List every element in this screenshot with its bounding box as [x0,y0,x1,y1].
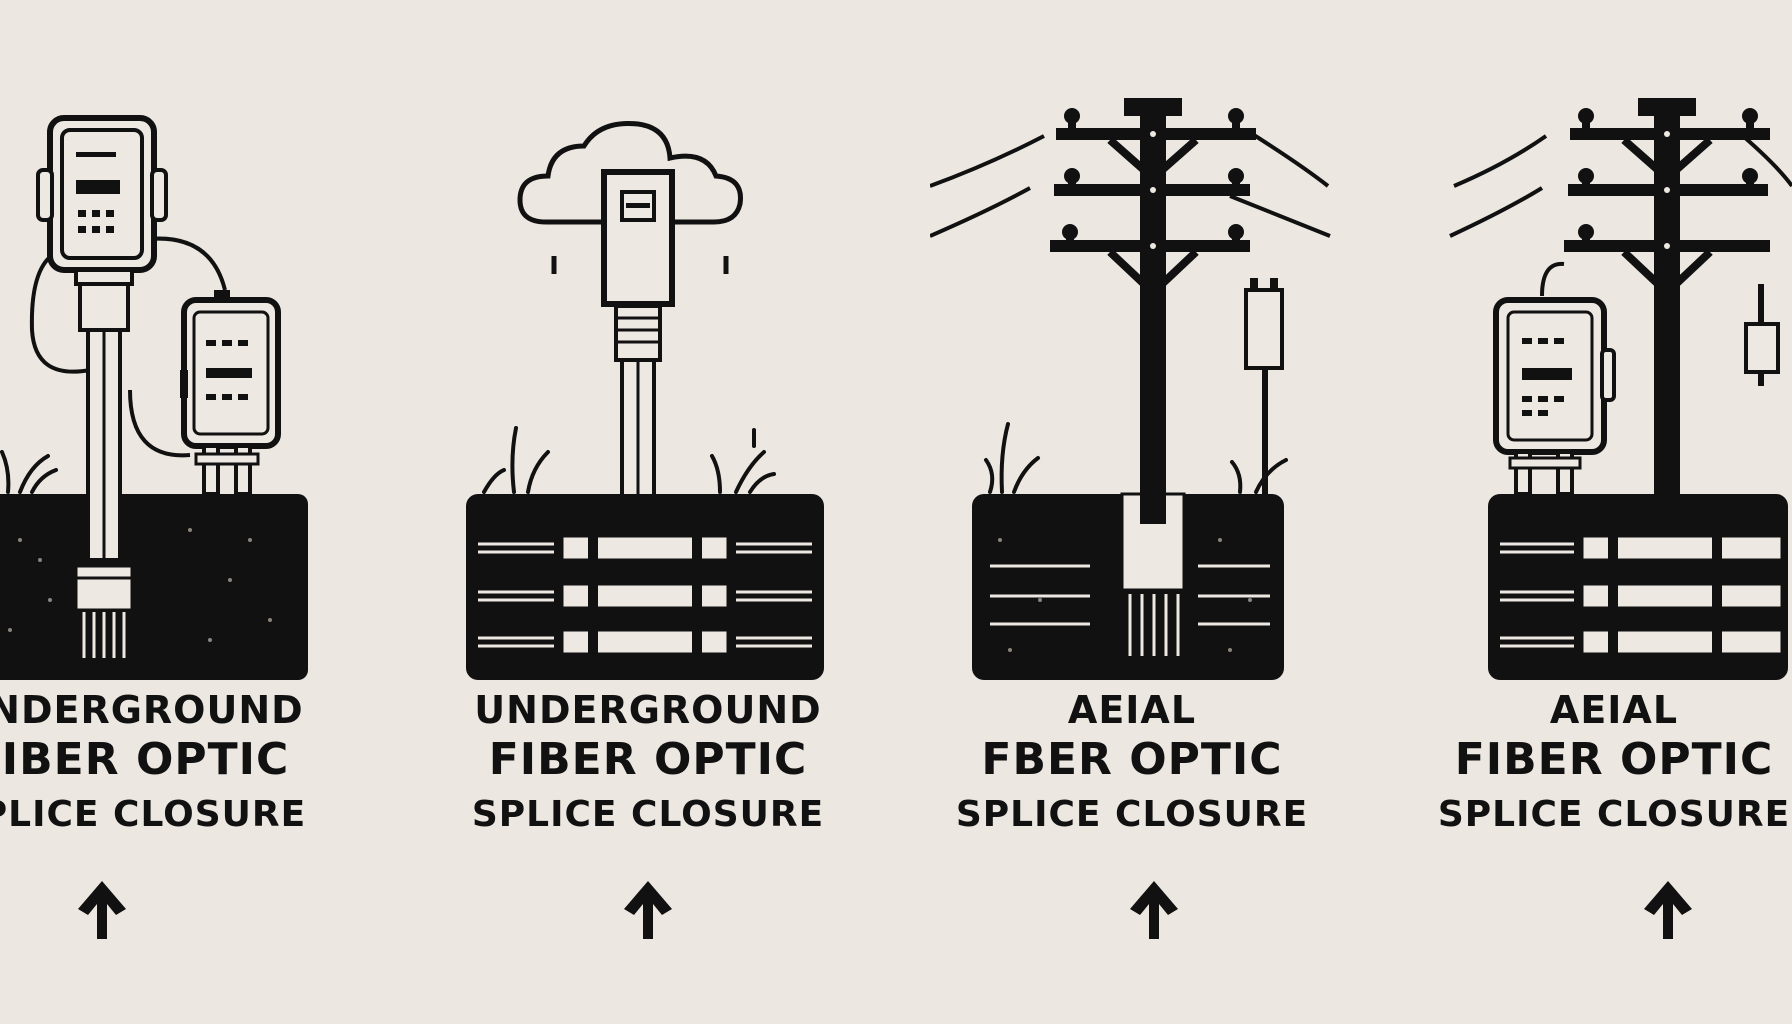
panel-underground-2: UNDERGROUND FIBER OPTIC SPLICE CLOSURE [424,0,872,1024]
ground-block [0,494,308,680]
panel-title-line3: SPLICE CLOSURE [1437,794,1791,835]
utility-pole [1654,98,1680,496]
panel-underground-1: UNDERGROUND FIBER OPTIC SPLICE CLOSURE [0,0,428,1024]
aerial-closure [1744,322,1780,374]
arrow-up-icon[interactable] [70,875,134,945]
panel-title-line2: FBER OPTIC [981,734,1283,785]
arrow-up-icon[interactable] [616,875,680,945]
panel-title-line1: AEIAL [1549,688,1679,732]
aerial-closure [1244,288,1284,370]
panel-title-line3: SPLICE CLOSURE [0,794,307,835]
panel-title-line2: FIBER OPTIC [488,734,808,785]
panel-title-line1: UNDERGROUND [0,688,304,732]
panel-title-line1: UNDERGROUND [474,688,822,732]
panel-aerial-2: AEIAL FIBER OPTIC SPLICE CLOSURE [1438,0,1792,1024]
panel-title-line1: AEIAL [1067,688,1197,732]
aerial-closure-illustration [1449,98,1792,680]
panel-aerial-1: AEIAL FBER OPTIC SPLICE CLOSURE [930,0,1378,1024]
panel-title-line3: SPLICE CLOSURE [471,794,825,835]
panel-title-line2: FIBER OPTIC [0,734,290,785]
arrow-up-icon[interactable] [1636,875,1700,945]
aerial-closure-illustration [930,98,1331,680]
cloud-icon [517,120,743,225]
underground-closure-illustration [466,120,824,680]
panel-title-line2: FIBER OPTIC [1454,734,1774,785]
panel-title-line3: SPLICE CLOSURE [955,794,1309,835]
underground-closure-illustration [0,115,308,680]
arrow-up-icon[interactable] [1122,875,1186,945]
utility-pole [1140,98,1166,496]
